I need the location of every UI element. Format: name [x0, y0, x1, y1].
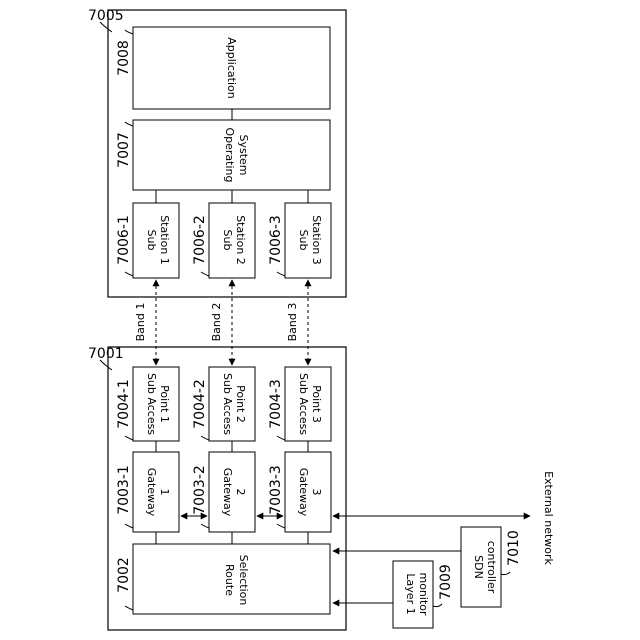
sub-access-point-2-label-line2: Point 2 — [234, 385, 247, 423]
sub-access-point-2-label-line1: Sub Access — [221, 373, 234, 435]
sdn-controller-ref-leader — [501, 572, 510, 575]
gateway-3-label-line1: Gateway — [297, 468, 310, 517]
sub-access-point-1-ref-leader — [125, 436, 133, 440]
sub-station-1-label-line2: Station 1 — [158, 215, 171, 265]
route-selection-label-line2: Selection — [237, 555, 250, 606]
os-label-line2: System — [237, 134, 250, 175]
gateway-1-ref: 7003-1 — [116, 465, 132, 515]
sub-access-point-3-ref: 7004-3 — [268, 379, 284, 429]
gateway-3-label-line2: 3 — [310, 489, 323, 496]
gateway-2-ref-leader — [201, 524, 209, 528]
gateway-2-label-line2: 2 — [234, 489, 247, 496]
sdn-controller-label-line1: SDN — [472, 555, 485, 579]
route-selection-label-line1: Route — [223, 564, 236, 596]
band-2-label: Band 2 — [210, 303, 223, 342]
sdn-controller-label-line2: controller — [485, 541, 498, 594]
layer1-monitor-ref-leader — [433, 604, 442, 607]
sub-access-point-3-label-line1: Sub Access — [297, 373, 310, 435]
band-1-label: Band 1 — [134, 303, 147, 342]
sub-station-2-ref: 7006-2 — [192, 215, 208, 265]
application-ref-leader — [125, 30, 133, 34]
layer1-monitor-ref: 7009 — [438, 564, 454, 600]
application-ref: 7008 — [116, 40, 132, 76]
sub-station-1-ref: 7006-1 — [116, 215, 132, 265]
gateway-3-ref: 7003-3 — [268, 465, 284, 515]
sub-access-point-3-ref-leader — [277, 436, 285, 440]
sub-station-1-ref-leader — [125, 272, 133, 276]
sub-access-point-2-ref-leader — [201, 436, 209, 440]
sub-access-point-1-label-line1: Sub Access — [145, 373, 158, 435]
sub-access-point-2-ref: 7004-2 — [192, 379, 208, 429]
layer1-monitor-label-line2: monitor — [417, 572, 430, 616]
sub-station-2-label-line1: Sub — [221, 230, 234, 251]
sub-station-2-ref-leader — [201, 272, 209, 276]
terminal-ref: 7005 — [88, 8, 124, 24]
sub-access-point-1-ref: 7004-1 — [116, 379, 132, 429]
route-selection-ref-leader — [125, 606, 133, 610]
os-label-line1: Operating — [223, 128, 236, 183]
sub-access-point-3-label-line2: Point 3 — [310, 385, 323, 423]
sub-station-2-label-line2: Station 2 — [234, 215, 247, 265]
access-point-ref: 7001 — [88, 346, 124, 362]
sub-station-3-ref: 7006-3 — [268, 215, 284, 265]
band-3-label: Band 3 — [286, 303, 299, 342]
sdn-controller-ref: 7010 — [506, 530, 522, 566]
sub-station-3-label-line1: Sub — [297, 230, 310, 251]
route-selection-ref: 7002 — [116, 557, 132, 593]
application-label: Application — [225, 37, 238, 98]
gateway-1-label-line1: Gateway — [145, 468, 158, 517]
gateway-1-ref-leader — [125, 524, 133, 528]
gateway-2-label-line1: Gateway — [221, 468, 234, 517]
os-ref-leader — [125, 122, 133, 126]
os-ref: 7007 — [116, 132, 132, 168]
gateway-3-ref-leader — [277, 524, 285, 528]
sub-station-1-label-line1: Sub — [145, 230, 158, 251]
external-network-label: External network — [542, 471, 555, 565]
sub-access-point-1-label-line2: Point 1 — [158, 385, 171, 423]
layer1-monitor-label-line1: Layer 1 — [404, 573, 417, 614]
sub-station-3-label-line2: Station 3 — [310, 215, 323, 265]
sub-station-3-ref-leader — [277, 272, 285, 276]
gateway-2-ref: 7003-2 — [192, 465, 208, 515]
gateway-1-label-line2: 1 — [158, 489, 171, 496]
